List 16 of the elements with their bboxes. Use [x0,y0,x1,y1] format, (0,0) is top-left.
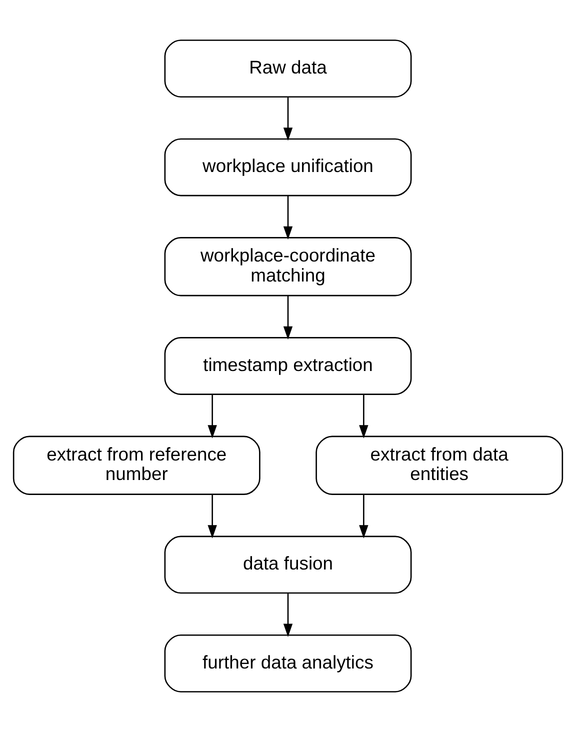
arrow [208,394,217,438]
node-box: further data analytics [164,634,412,692]
arrow [283,96,293,140]
arrow [283,196,293,240]
arrow [283,295,293,340]
node-box: workplace unification [164,138,412,196]
arrow [283,592,293,636]
node-box: extract from data entities [316,435,564,494]
node-box: workplace-coordinate matching [164,236,412,296]
arrow [208,494,217,538]
node-box: extract from reference number [12,435,260,494]
arrow [359,394,368,438]
node-box: data fusion [164,535,412,594]
node-box: timestamp extraction [164,336,412,394]
node-box: Raw data [164,39,412,98]
arrow [359,494,368,538]
